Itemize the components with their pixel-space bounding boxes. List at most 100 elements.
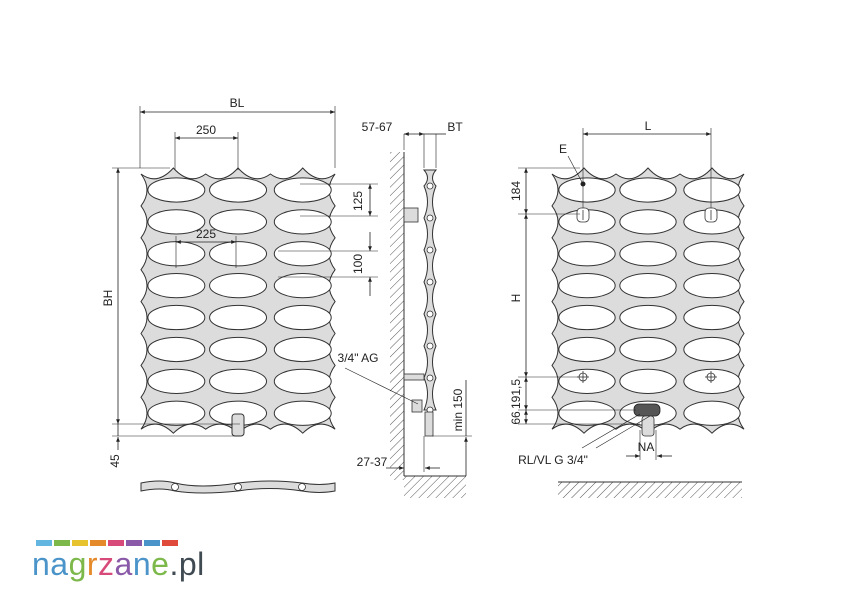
dim-250: 250 <box>174 123 239 170</box>
front-radiator-body <box>140 167 336 434</box>
radiator-opening <box>683 336 741 363</box>
radiator-opening <box>619 304 677 331</box>
logo-bar-segment <box>54 540 70 546</box>
front-valve <box>231 413 245 437</box>
radiator-opening <box>558 273 616 299</box>
radiator-opening <box>147 368 206 394</box>
bl-dimension: BL <box>139 96 336 168</box>
logo-bar-segment <box>162 540 178 546</box>
na-dimension: NA <box>626 430 672 460</box>
bt-label: BT <box>447 120 463 134</box>
radiator-opening <box>209 368 268 394</box>
rear-radiator-body <box>551 167 745 434</box>
rlvl-label: RL/VL G 3/4" <box>518 453 588 467</box>
wall-bracket-bottom <box>403 373 425 381</box>
radiator-opening <box>147 209 206 235</box>
radiator-opening <box>147 336 206 363</box>
wall-bracket-top <box>403 207 419 223</box>
dim-184: 184 <box>509 167 580 215</box>
dim-125-label: 125 <box>351 191 365 211</box>
rear-view: L E 184 H 191,5 66 <box>509 119 745 498</box>
front-radiator-openings <box>147 177 332 426</box>
radiator-opening <box>558 177 616 203</box>
logo-bar-segment <box>144 540 160 546</box>
radiator-outline <box>551 167 745 434</box>
logo-bar-segment <box>108 540 124 546</box>
radiator-opening <box>558 368 616 394</box>
radiator-opening <box>273 273 332 299</box>
radiator-opening <box>273 368 332 394</box>
logo-bar-segment <box>36 540 52 546</box>
radiator-opening <box>683 400 741 426</box>
logo-part: .pl <box>169 546 205 582</box>
dim-45: 45 <box>108 424 240 468</box>
logo-part: na <box>32 546 69 582</box>
radiator-opening <box>273 304 332 331</box>
radiator-opening <box>147 177 206 203</box>
logo-part: r <box>86 546 99 582</box>
dim-27-37-label: 27-37 <box>357 455 388 469</box>
l-label: L <box>645 119 652 133</box>
radiator-opening <box>619 336 677 363</box>
radiator-opening <box>683 304 741 331</box>
brand-logo[interactable]: nagrzane.pl <box>32 546 205 583</box>
radiator-opening <box>558 336 616 363</box>
rear-floor <box>558 482 742 498</box>
logo-part: e <box>151 546 170 582</box>
lower-fixings <box>577 371 717 383</box>
radiator-opening <box>209 209 268 235</box>
radiator-opening <box>209 336 268 363</box>
bh-dimension: BH <box>101 167 240 425</box>
radiator-opening <box>147 241 206 267</box>
radiator-opening <box>209 273 268 299</box>
side-radiator-profile <box>422 169 438 411</box>
dim-min-150: min 150 <box>432 380 472 476</box>
rlvl-label-group: RL/VL G 3/4" <box>518 413 651 467</box>
dim-27-37: 27-37 <box>357 436 440 472</box>
radiator-outline <box>140 167 336 434</box>
logo-bar-segment <box>90 540 106 546</box>
logo-bar-segment <box>126 540 142 546</box>
radiator-opening <box>273 209 332 235</box>
dim-57-67-label: 57-67 <box>362 120 393 134</box>
radiator-opening <box>273 400 332 426</box>
logo-color-bar <box>36 540 178 546</box>
radiator-opening <box>619 241 677 267</box>
h-dimension: H <box>509 214 578 378</box>
dim-66-label: 66 <box>509 411 523 425</box>
radiator-opening <box>683 177 741 203</box>
rear-radiator-openings <box>558 177 741 426</box>
side-view: 57-67 BT 3/4" AG min 150 27-37 <box>338 120 472 498</box>
dim-191-5: 191,5 <box>509 377 636 411</box>
e-label-group: E <box>559 142 586 187</box>
e-label: E <box>559 142 567 156</box>
min-150-label: min 150 <box>451 388 465 431</box>
dim-100: 100 <box>278 232 378 296</box>
dim-125: 125 <box>300 183 378 217</box>
radiator-opening <box>619 368 677 394</box>
radiator-opening <box>619 209 677 235</box>
bl-label: BL <box>230 96 245 110</box>
dim-100-label: 100 <box>351 254 365 274</box>
connector <box>411 399 423 413</box>
wall <box>390 152 404 480</box>
radiator-opening <box>683 241 741 267</box>
radiator-opening <box>558 400 616 426</box>
radiator-opening <box>683 273 741 299</box>
radiator-opening <box>683 368 741 394</box>
dim-225-label: 225 <box>196 227 216 241</box>
dim-45-label: 45 <box>108 454 122 468</box>
logo-part: g <box>68 546 87 582</box>
dim-225: 225 <box>175 227 237 268</box>
na-label: NA <box>638 440 655 454</box>
radiator-opening <box>209 177 268 203</box>
rear-valve <box>633 403 661 437</box>
radiator-opening <box>209 241 268 267</box>
radiator-opening <box>619 273 677 299</box>
radiator-opening <box>619 177 677 203</box>
ag-label: 3/4" AG <box>338 351 379 365</box>
logo-part: n <box>132 546 152 582</box>
l-dimension: L <box>582 119 712 208</box>
radiator-opening <box>558 241 616 267</box>
